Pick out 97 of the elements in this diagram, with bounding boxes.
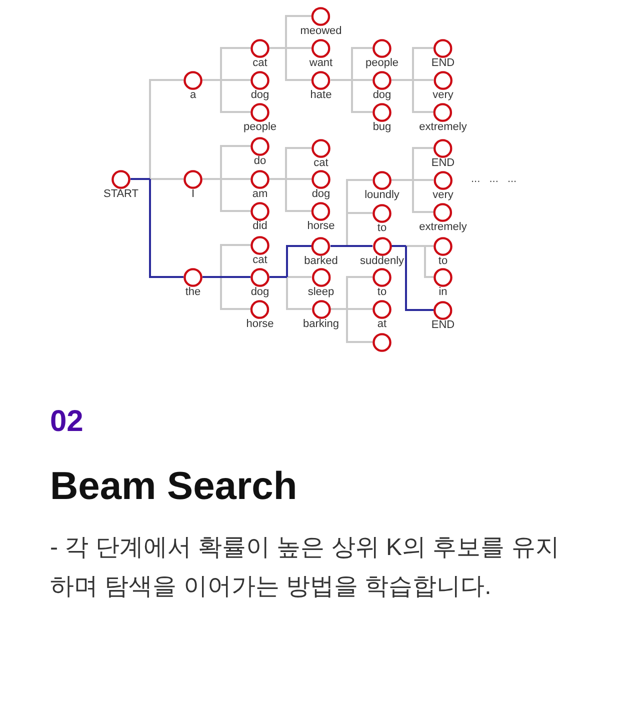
connector-line: [413, 179, 434, 181]
connector-line: [270, 178, 286, 180]
word-label: suddenly: [360, 254, 404, 268]
connector-line: [286, 277, 312, 310]
word-label: dog: [250, 88, 270, 102]
word-label: in: [438, 286, 448, 298]
word-label: extremely: [419, 220, 467, 234]
word-label: meowed: [300, 24, 342, 38]
word-label: cat: [314, 156, 328, 170]
connector-line: [352, 79, 372, 81]
highlighted-path: [149, 179, 184, 278]
word-label: dog: [312, 188, 330, 200]
highlighted-path: [286, 245, 312, 277]
section-number: 02: [50, 405, 84, 439]
connector-line: [202, 79, 221, 81]
connector-line: [220, 179, 250, 212]
word-label: people: [365, 56, 399, 70]
connector-line: [270, 47, 286, 49]
connector-line: [220, 80, 250, 113]
connector-line: [202, 178, 221, 180]
connector-line: [412, 147, 434, 180]
connector-line: [351, 47, 372, 80]
highlighted-path: [347, 245, 372, 247]
word-label: END: [431, 56, 455, 70]
connector-line: [347, 308, 372, 310]
word-label: to: [377, 286, 387, 298]
word-label: loundly: [364, 188, 400, 202]
highlighted-path: [202, 276, 221, 278]
word-label: END: [431, 318, 455, 332]
word-label: barked: [304, 254, 338, 268]
word-label: did: [252, 220, 268, 232]
connector-line: [424, 246, 434, 278]
word-label: horse: [246, 318, 274, 330]
word-label: I: [191, 188, 195, 200]
connector-line: [150, 178, 184, 180]
connector-line: [287, 276, 312, 278]
connector-line: [285, 15, 312, 48]
connector-line: [412, 180, 434, 213]
word-label: dog: [372, 88, 392, 102]
word-label: at: [377, 318, 387, 330]
connector-line: [220, 277, 250, 310]
highlighted-path: [221, 276, 250, 278]
connector-line: [351, 80, 372, 113]
word-label: END: [431, 156, 455, 170]
connector-line: [413, 79, 434, 81]
word-label: to: [438, 254, 448, 268]
connector-line: [220, 244, 250, 277]
highlighted-path: [405, 246, 434, 311]
word-label: am: [252, 188, 268, 200]
word-label: bug: [372, 120, 392, 134]
connector-line: [425, 245, 434, 247]
connector-line: [392, 179, 413, 181]
word-label: want: [309, 56, 333, 70]
ellipsis-text: ... ... ...: [471, 173, 517, 186]
highlighted-path: [392, 245, 406, 247]
word-label: sleep: [308, 286, 334, 298]
word-label: people: [243, 120, 277, 134]
connector-line: [285, 48, 312, 81]
word-label: do: [254, 154, 266, 168]
connector-line: [330, 79, 352, 81]
connector-line: [346, 213, 348, 246]
highlighted-path: [270, 276, 287, 278]
word-label: cat: [252, 254, 268, 266]
connector-line: [285, 147, 312, 179]
word-label: horse: [307, 220, 335, 232]
connector-line: [412, 80, 434, 113]
description-text: - 각 단계에서 확률이 높은 상위 K의 후보를 유지하며 탐색을 이어가는 방법을 학습합니다.: [50, 533, 560, 602]
connector-line: [406, 245, 425, 247]
word-label: hate: [310, 88, 332, 102]
highlighted-path: [330, 245, 347, 247]
word-label: extremely: [419, 120, 467, 134]
connector-line: [220, 47, 250, 80]
connector-line: [220, 145, 250, 179]
word-label: the: [185, 286, 201, 298]
word-label: cat: [252, 56, 268, 70]
connector-line: [286, 178, 312, 180]
word-label: barking: [302, 318, 340, 330]
word-label: very: [432, 188, 454, 202]
connector-line: [286, 47, 312, 49]
connector-line: [330, 308, 347, 310]
connector-line: [221, 79, 250, 81]
word-label: a: [190, 88, 196, 102]
connector-line: [346, 179, 372, 213]
connector-line: [346, 276, 372, 309]
connector-line: [221, 178, 250, 180]
connector-line: [412, 47, 434, 80]
connector-line: [149, 79, 184, 179]
word-label: dog: [250, 286, 270, 298]
connector-line: [347, 212, 372, 214]
connector-line: [285, 179, 312, 212]
heading: Beam Search: [50, 465, 298, 509]
word-label: to: [377, 222, 387, 234]
word-label: very: [432, 88, 454, 102]
connector-line: [392, 79, 413, 81]
connector-line: [346, 309, 372, 343]
highlighted-path: [130, 178, 150, 180]
word-label: START: [103, 188, 139, 200]
